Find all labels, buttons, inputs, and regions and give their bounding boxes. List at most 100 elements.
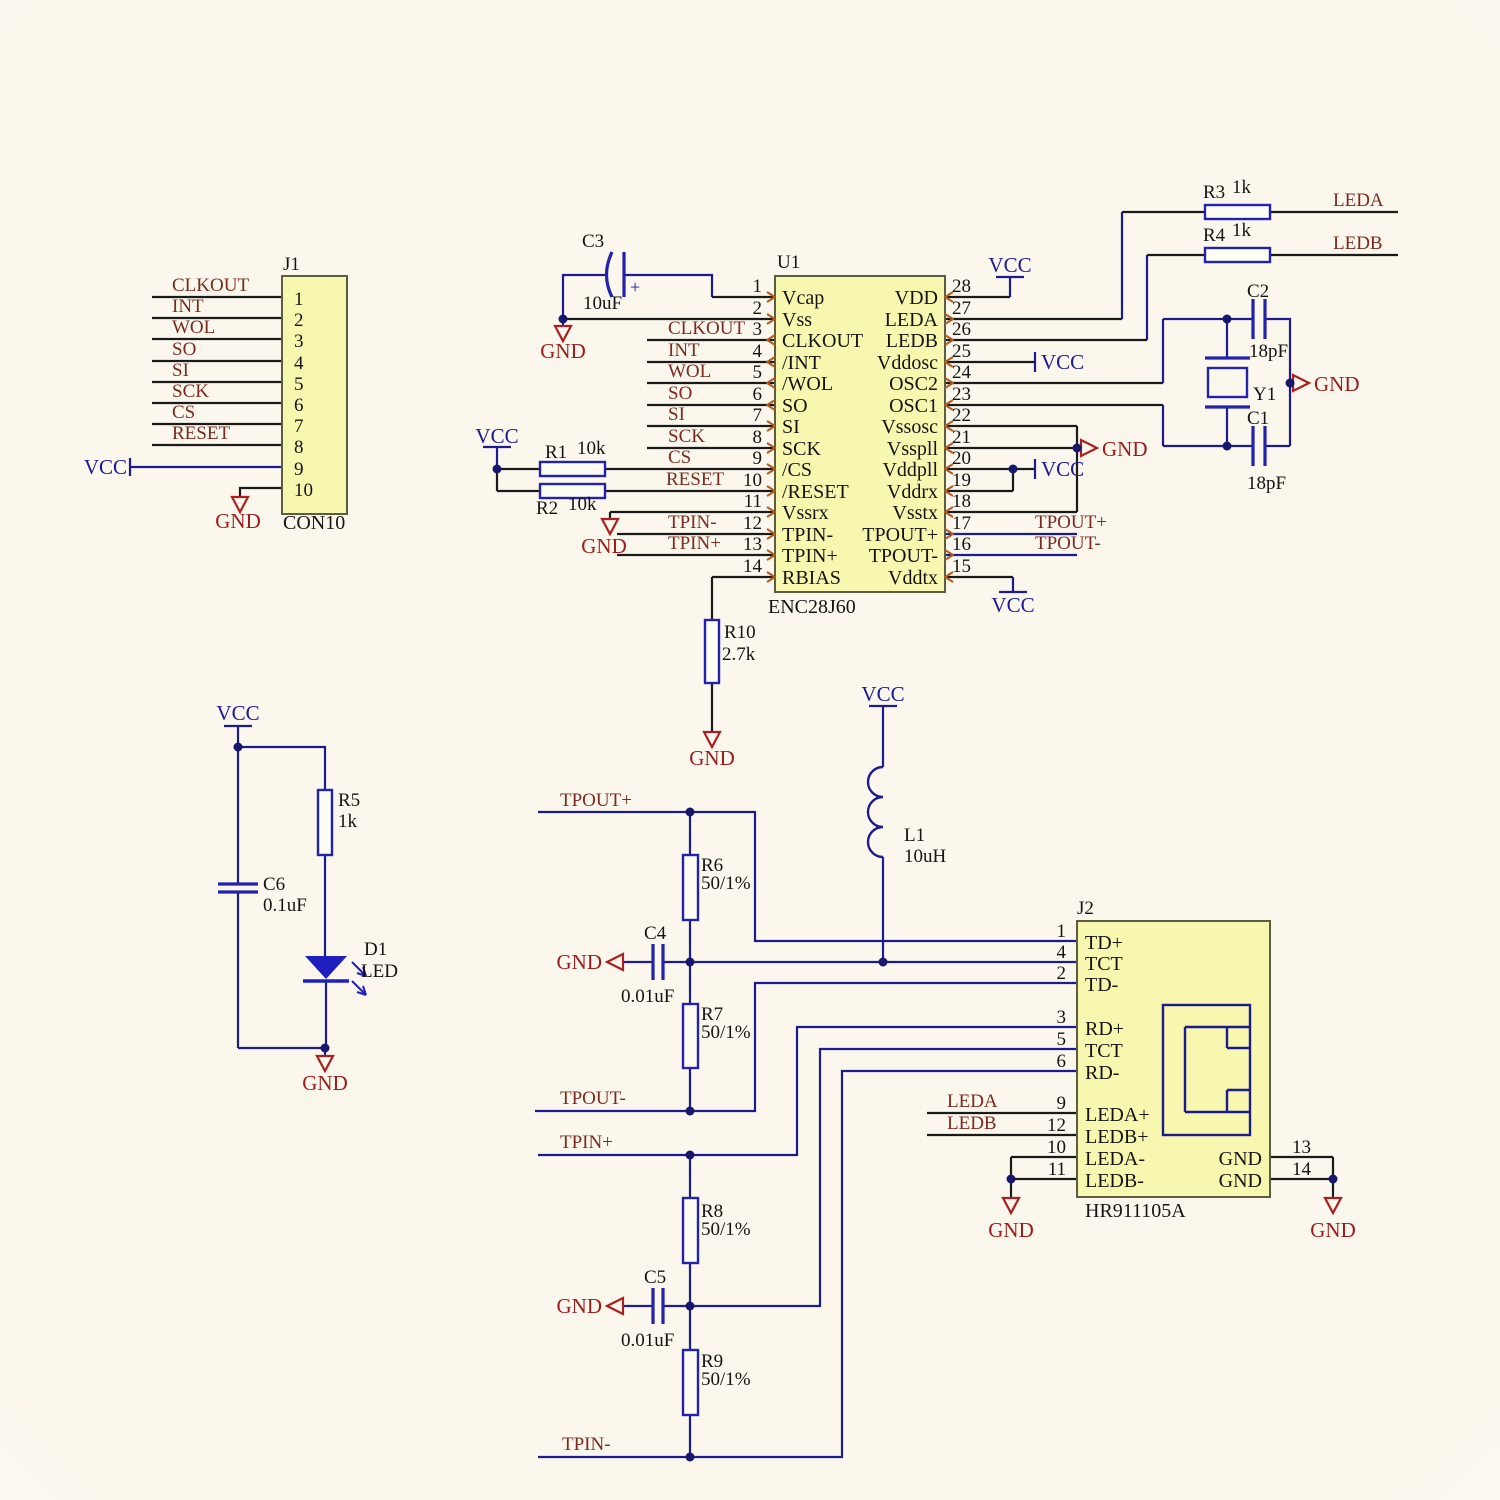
- j1-pin-number: 9: [294, 459, 304, 480]
- r3-ref: R3: [1203, 182, 1225, 203]
- j2-pin-name: GND: [1219, 1148, 1262, 1170]
- u1-pin-arrows-right-in: [944, 291, 954, 583]
- u1-pin-number: 24: [952, 362, 972, 383]
- junction-dot: [685, 1106, 695, 1116]
- j2-pin-name: LEDA-: [1085, 1148, 1145, 1170]
- r5-ref: R5: [338, 790, 360, 811]
- gnd-label: GND: [215, 509, 261, 533]
- j1-pin-number: 2: [294, 310, 304, 331]
- c4-value: 0.01uF: [621, 986, 674, 1007]
- vcc-label: VCC: [991, 593, 1034, 617]
- u1-pin-name: Vsstx: [892, 502, 938, 524]
- net-label: SO: [668, 383, 692, 404]
- u1-pin-name: VDD: [895, 287, 938, 309]
- u1-pin-number: 27: [952, 298, 971, 319]
- d1-value: LED: [361, 961, 398, 982]
- net-label: TPIN+: [560, 1132, 613, 1153]
- u1-pin-name: LEDB: [886, 330, 938, 352]
- u1-pin-name: Vddrx: [887, 481, 938, 503]
- j1-pin-number: 5: [294, 374, 304, 395]
- r8-value: 50/1%: [701, 1219, 751, 1240]
- vcc-label: VCC: [861, 682, 904, 706]
- net-label: LEDB: [1333, 233, 1383, 254]
- junction-dot: [1072, 443, 1082, 453]
- u1-pin-number: 22: [952, 405, 971, 426]
- gnd-label: GND: [1102, 437, 1148, 461]
- j2-pin-number: 3: [1057, 1007, 1067, 1028]
- vcc-label: VCC: [216, 701, 259, 725]
- u1-pin-name: Vddpll: [882, 459, 938, 481]
- r5-value: 1k: [338, 811, 358, 832]
- u1-pin-number: 13: [743, 534, 762, 555]
- d1-ref: D1: [364, 939, 387, 960]
- j2-pin-number: 13: [1292, 1137, 1311, 1158]
- u1-pin-name: Vddosc: [877, 352, 938, 374]
- net-label: TPOUT-: [560, 1088, 626, 1109]
- r4-ref: R4: [1203, 225, 1226, 246]
- u1-pin-name: /INT: [782, 352, 821, 374]
- c6-ref: C6: [263, 874, 285, 895]
- gnd-symbol-vsspll: [1079, 438, 1100, 458]
- u1-pin-number: 7: [753, 405, 763, 426]
- junction-dot: [558, 314, 568, 324]
- u1-pin-number: 16: [952, 534, 971, 555]
- u1-pin-number: 26: [952, 319, 971, 340]
- junction-dot: [1222, 441, 1232, 451]
- u1-pin-name: SO: [782, 395, 808, 417]
- r10-ref: R10: [724, 622, 756, 643]
- resistor-r4: [1203, 246, 1272, 264]
- u1-pin-arrows-right-out: [944, 313, 954, 561]
- u1-pin-number: 3: [753, 319, 763, 340]
- j2-pin-name: TD-: [1085, 974, 1118, 996]
- l1-value: 10uH: [904, 846, 947, 867]
- u1-pin-name: OSC2: [889, 373, 938, 395]
- u1-pin-name: Vddtx: [888, 567, 938, 589]
- inductor-l1-coil: [866, 765, 884, 859]
- net-label: SI: [172, 360, 189, 381]
- r1-value: 10k: [577, 438, 606, 459]
- u1-pin-name: /CS: [782, 459, 812, 481]
- u1-pin-number: 20: [952, 448, 971, 469]
- junction-dot: [1006, 1174, 1016, 1184]
- r8-ref: R8: [701, 1201, 723, 1222]
- net-label: TPOUT+: [1035, 512, 1107, 533]
- j2-pin-number: 11: [1048, 1159, 1066, 1180]
- gnd-label: GND: [689, 746, 735, 770]
- j1-pin-number: 10: [294, 480, 313, 501]
- u1-pin-name: SI: [782, 416, 800, 438]
- j2-pin-name: LEDB+: [1085, 1126, 1149, 1148]
- u1-pin-number: 21: [952, 427, 971, 448]
- j2-pin-name: LEDA+: [1085, 1104, 1150, 1126]
- r10-value: 2.7k: [722, 644, 756, 665]
- junction-dot: [1222, 314, 1232, 324]
- capacitor-c4-plates: [651, 944, 665, 980]
- j2-pin-number: 14: [1292, 1159, 1312, 1180]
- vcc-label: VCC: [475, 424, 518, 448]
- c4-ref: C4: [644, 923, 667, 944]
- junction-dot: [878, 957, 888, 967]
- j1-pin-number: 1: [294, 289, 304, 310]
- u1-pin-number: 18: [952, 491, 971, 512]
- c2-ref: C2: [1247, 281, 1269, 302]
- r6-ref: R6: [701, 855, 723, 876]
- u1-ref: U1: [777, 252, 800, 273]
- c6-value: 0.1uF: [263, 895, 307, 916]
- j1-connector-body: [281, 275, 348, 515]
- j2-pin-name: TCT: [1085, 1040, 1123, 1062]
- j2-pin-name: LEDB-: [1085, 1170, 1144, 1192]
- u1-pin-name: /WOL: [782, 373, 833, 395]
- gnd-label: GND: [302, 1071, 348, 1095]
- j2-pin-number: 4: [1057, 942, 1067, 963]
- u1-pin-name: Vssrx: [782, 502, 829, 524]
- junction-dots: [233, 314, 1338, 1462]
- j2-part: HR911105A: [1085, 1200, 1186, 1222]
- gnd-symbol-vssrx: [600, 517, 620, 537]
- r2-ref: R2: [536, 498, 558, 519]
- net-label: LEDA: [1333, 190, 1384, 211]
- net-label: SCK: [668, 426, 705, 447]
- capacitor-c1-plates: [1251, 426, 1267, 466]
- gnd-label: GND: [540, 339, 586, 363]
- u1-pin-name: TPIN-: [782, 524, 833, 546]
